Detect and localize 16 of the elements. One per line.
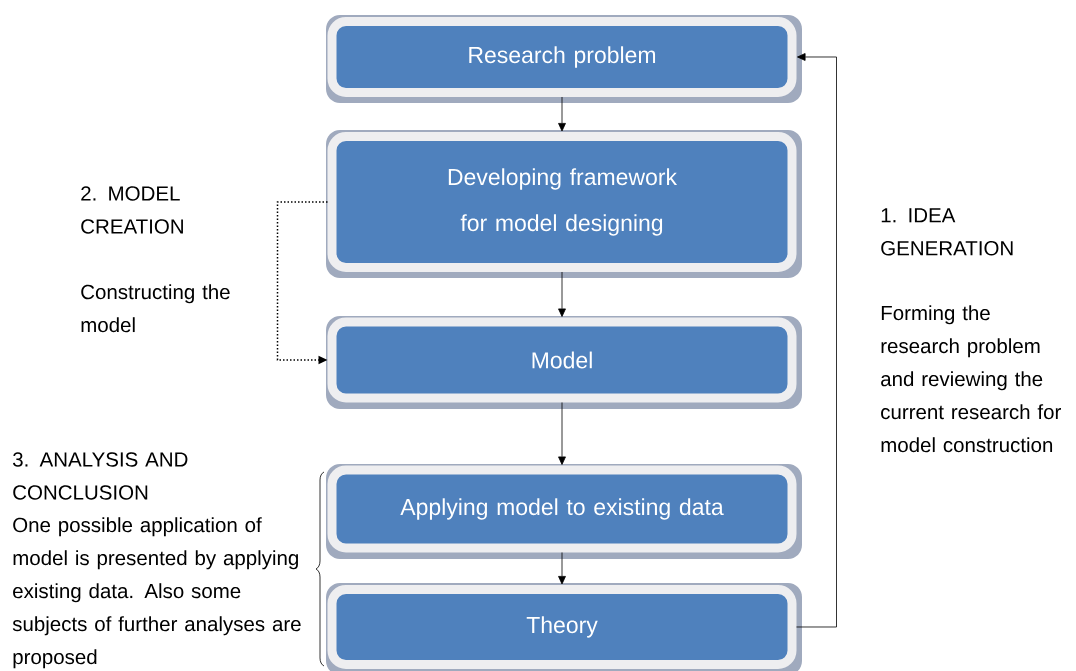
arrow: [558, 552, 566, 585]
annotation-text: One possible application of model is presented by applying existing data. Also some subjects of further analyses are proposed: [12, 517, 301, 669]
process-box: Theory: [326, 583, 802, 671]
annotation-text: 1. IDEA GENERATION: [881, 208, 1013, 256]
arrow: [796, 53, 837, 628]
process-box: Research problem: [326, 15, 802, 103]
arrow: [558, 402, 566, 465]
annotation-text: Forming the research problem and reviewing the current research for model construction: [881, 305, 1061, 453]
process-box: Model: [326, 316, 802, 409]
annotation-text: Constructing the model: [81, 284, 230, 333]
annotation-text: 3. ANALYSIS AND CONCLUSION: [13, 452, 188, 500]
process-box: Applying model to existing data: [326, 464, 802, 559]
process-box: Developing framework for model designing: [326, 130, 802, 278]
arrow: [558, 96, 566, 132]
annotation-text: 2. MODEL CREATION: [81, 186, 183, 234]
arrow: [558, 271, 566, 317]
